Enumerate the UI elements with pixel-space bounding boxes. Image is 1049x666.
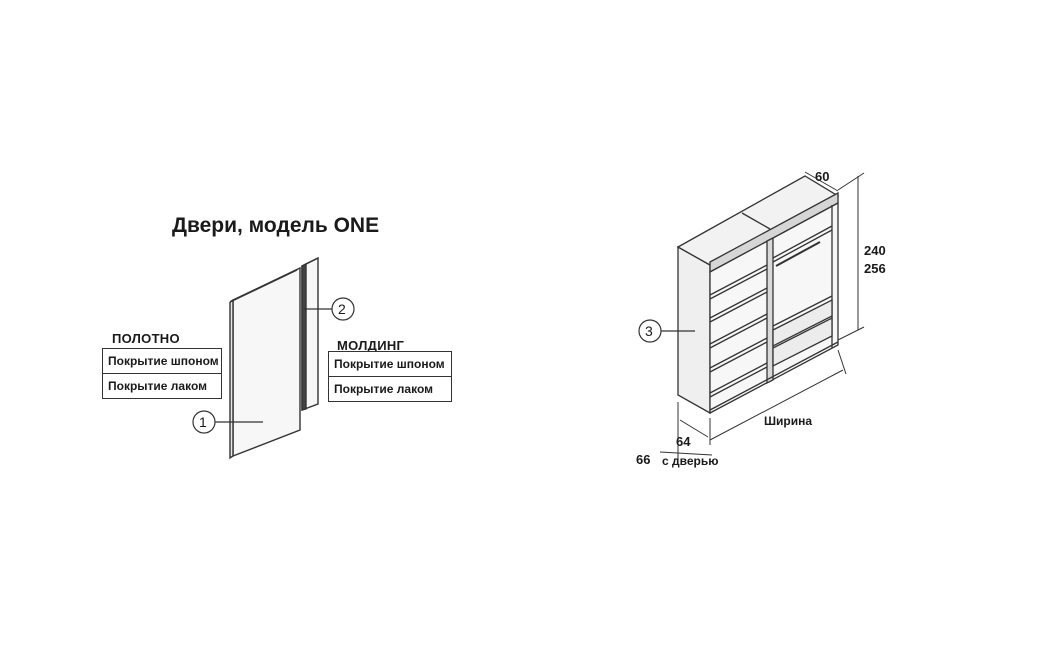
- panel-options-box: Покрытие шпоном Покрытие лаком: [102, 348, 222, 399]
- molding-option-veneer: Покрытие шпоном: [334, 357, 445, 371]
- panel-option-lacquer: Покрытие лаком: [103, 373, 221, 398]
- door-panel-drawing: [229, 266, 301, 460]
- wardrobe-dimension-lines: [659, 171, 865, 465]
- dimension-depth-with-door-note: с дверью: [662, 454, 719, 468]
- callout-3-leader: [638, 319, 695, 343]
- panel-label: ПОЛОТНО: [112, 331, 180, 346]
- page-title: Двери, модель ONE: [172, 214, 380, 237]
- dimension-height-1: 240: [864, 243, 886, 258]
- molding-label: МОЛДИНГ: [337, 338, 405, 353]
- dimension-width: Ширина: [764, 414, 813, 428]
- dimension-height-2: 256: [864, 261, 886, 276]
- molding-option-lacquer: Покрытие лаком: [329, 376, 451, 401]
- callout-1-leader: [192, 410, 263, 434]
- dimension-top-depth: 60: [815, 169, 830, 184]
- molding-drawing: [301, 256, 319, 412]
- callout-2-leader: [304, 297, 355, 321]
- dimension-depth-with-door: 66: [636, 452, 651, 467]
- panel-option-veneer: Покрытие шпоном: [108, 354, 219, 368]
- callout-number-1: 1: [199, 414, 207, 430]
- wardrobe-drawing: [676, 175, 840, 415]
- callout-number-2: 2: [338, 301, 346, 317]
- dimension-depth: 64: [676, 434, 691, 449]
- callout-number-3: 3: [645, 323, 653, 339]
- molding-options-box: Покрытие шпоном Покрытие лаком: [328, 351, 452, 402]
